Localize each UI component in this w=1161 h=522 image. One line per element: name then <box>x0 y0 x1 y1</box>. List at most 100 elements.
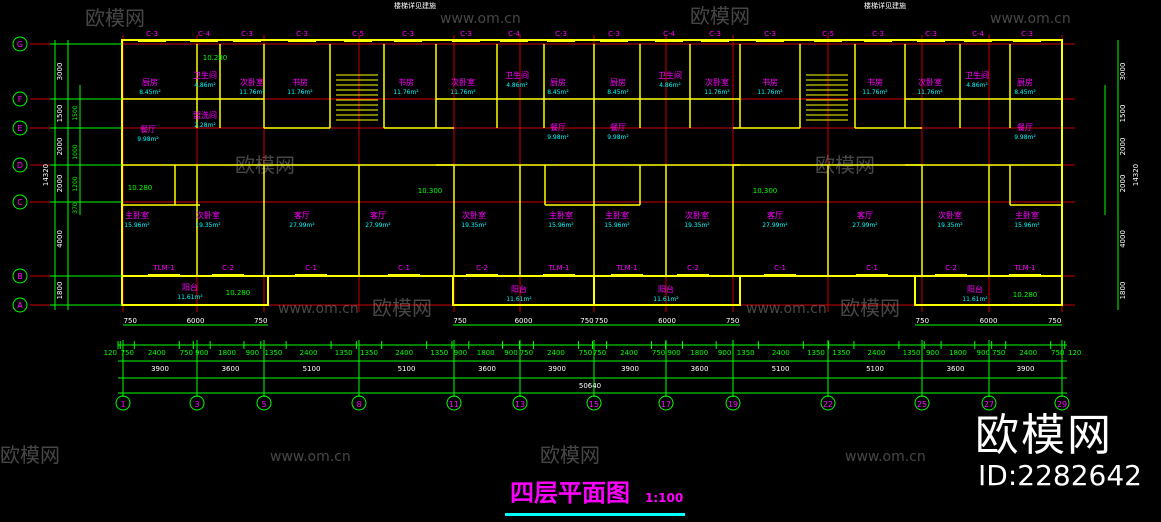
window-label: C-2 <box>222 264 234 272</box>
dimension-text: 5100 <box>866 365 884 373</box>
window-label: C-3 <box>925 30 937 38</box>
room-area: 11.76m² <box>917 89 943 96</box>
room-area: 11.61m² <box>653 296 679 303</box>
axis-label: 8 <box>356 400 361 409</box>
dimension-text: 2400 <box>867 349 885 357</box>
dimension-text: 1350 <box>903 349 921 357</box>
dimension-text: 1800 <box>949 349 967 357</box>
room-name: 次卧室 <box>918 77 942 87</box>
room-name: 书房 <box>867 77 883 87</box>
dimension-text: 750 <box>916 317 929 325</box>
watermark-id: ID:2282642 <box>978 459 1142 492</box>
room-area: 8.45m² <box>1014 89 1036 96</box>
axis-label: 3 <box>194 400 199 409</box>
axis-label: D <box>17 161 23 170</box>
axis-bubble <box>12 268 28 284</box>
room-area: 11.76m² <box>704 89 730 96</box>
window-label: C-4 <box>508 30 520 38</box>
dimension-text: 750 <box>726 317 739 325</box>
window-mark <box>394 39 422 42</box>
window-mark <box>466 274 498 277</box>
axis-label: 22 <box>823 400 833 409</box>
window-label: C-4 <box>663 30 675 38</box>
watermark-site: www.om.cn <box>440 11 521 27</box>
dimension-text: 120 <box>1068 349 1081 357</box>
room-area: 27.99m² <box>289 222 315 229</box>
axis-bubble <box>512 395 528 411</box>
window-label: C-5 <box>822 30 834 38</box>
dimension-text: 900 <box>454 349 467 357</box>
window-label: TLM-1 <box>1013 264 1035 272</box>
dimension-text: 3900 <box>621 365 639 373</box>
dimension-text: 1350 <box>737 349 755 357</box>
dimension-text: 6000 <box>658 317 676 325</box>
room-area: 9.98m² <box>547 134 569 141</box>
window-mark <box>864 39 892 42</box>
axis-bubble <box>351 395 367 411</box>
watermark-brand: 欧模网 <box>85 6 145 30</box>
room-name: 卫生间 <box>658 70 682 80</box>
room-area: 27.99m² <box>852 222 878 229</box>
axis-bubble <box>12 157 28 173</box>
dimension-text: 750 <box>180 349 193 357</box>
window-mark <box>756 39 784 42</box>
window-label: TLM-1 <box>615 264 637 272</box>
watermark-site: www.om.cn <box>746 301 827 317</box>
axis-bubble <box>12 297 28 313</box>
balcony-wall <box>593 275 741 306</box>
room-name: 客厅 <box>767 210 783 220</box>
dimension-text: 3900 <box>151 365 169 373</box>
window-label: C-1 <box>305 264 317 272</box>
window-label: C-4 <box>972 30 984 38</box>
dimension-text: 3000 <box>1119 63 1127 81</box>
dimension-text: 750 <box>595 317 608 325</box>
dimension-text: 2000 <box>1119 175 1127 193</box>
room-area: 15.96m² <box>1014 222 1040 229</box>
room-name: 盥洗间 <box>193 110 217 120</box>
window-mark <box>600 39 628 42</box>
axis-label: 13 <box>515 400 525 409</box>
window-label: TLM-1 <box>547 264 569 272</box>
window-mark <box>964 39 992 42</box>
watermark-logo-text: 欧模网 <box>975 410 1113 461</box>
room-area: 15.96m² <box>124 222 150 229</box>
dimension-text: 750 <box>520 349 533 357</box>
room-name: 厨房 <box>1017 77 1033 87</box>
window-mark <box>701 39 729 42</box>
room-name: 主卧室 <box>605 210 629 220</box>
window-label: C-3 <box>709 30 721 38</box>
elevation-mark: 10.280 <box>1013 291 1038 299</box>
dimension-total: 14320 <box>1132 164 1140 186</box>
room-name: 次卧室 <box>462 210 486 220</box>
window-mark <box>500 39 528 42</box>
room-name: 书房 <box>762 77 778 87</box>
window-mark <box>856 274 888 277</box>
dimension-text: 1500 <box>1119 105 1127 123</box>
dimension-text: 900 <box>667 349 680 357</box>
axis-label: E <box>17 124 22 133</box>
dimension-text: 2400 <box>300 349 318 357</box>
window-mark <box>611 274 643 277</box>
window-label: C-5 <box>352 30 364 38</box>
dimension-text: 2400 <box>148 349 166 357</box>
room-name: 客厅 <box>857 210 873 220</box>
room-area: 11.76m² <box>757 89 783 96</box>
title-underline <box>505 513 685 516</box>
dimension-text: 5100 <box>303 365 321 373</box>
dimension-text: 3600 <box>478 365 496 373</box>
dimension-text: 900 <box>977 349 990 357</box>
dimension-text: 4000 <box>1119 230 1127 248</box>
watermark-brand: 欧模网 <box>840 296 900 320</box>
dimension-text: 2000 <box>1119 138 1127 156</box>
dimension-text: 750 <box>579 349 592 357</box>
window-mark <box>138 39 166 42</box>
window-label: C-2 <box>687 264 699 272</box>
elevation-mark: 10.280 <box>226 289 251 297</box>
room-area: 11.61m² <box>506 296 532 303</box>
window-label: C-2 <box>945 264 957 272</box>
window-label: C-3 <box>555 30 567 38</box>
room-name: 卫生间 <box>193 70 217 80</box>
watermark-brand: 欧模网 <box>372 296 432 320</box>
window-label: C-2 <box>476 264 488 272</box>
